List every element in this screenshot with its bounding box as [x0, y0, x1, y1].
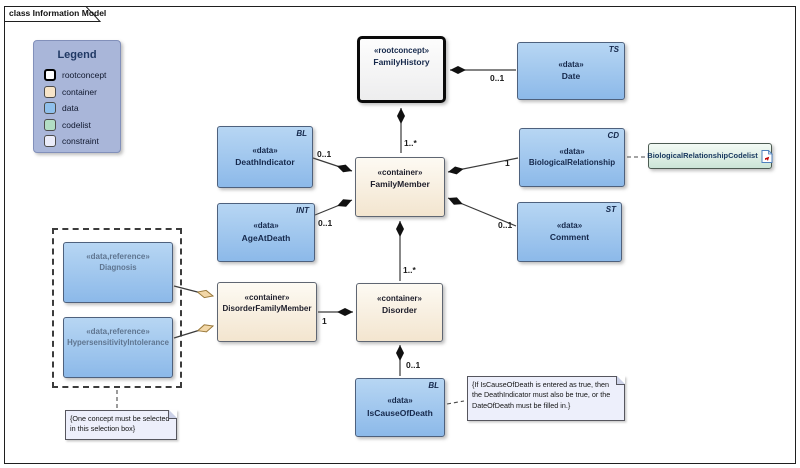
data-swatch-icon [44, 102, 56, 114]
multiplicity-label: 1..* [404, 138, 417, 148]
stereotype-label: «container» [377, 294, 422, 303]
stereotype-label: «data» [558, 59, 584, 69]
node-is-cause-of-death[interactable]: BL «data» IsCauseOfDeath [355, 378, 445, 437]
stereotype-label: «data» [559, 146, 585, 156]
node-name: DeathIndicator [235, 157, 295, 168]
stereotype-label: «rootconcept» [373, 46, 430, 55]
constraint-swatch-icon [44, 135, 56, 147]
stereotype-label: «data» [253, 221, 279, 231]
legend-item-constraint: constraint [44, 135, 116, 147]
node-comment[interactable]: ST «data» Comment [517, 202, 622, 262]
frame-tab-label: class Information Model [9, 8, 107, 18]
multiplicity-label: 1 [322, 316, 327, 326]
node-name: BiologicalRelationship [528, 158, 616, 167]
stereotype-label: «data» [556, 220, 583, 230]
container-swatch-icon [44, 85, 56, 98]
multiplicity-label: 1 [505, 158, 510, 168]
stereotype-label: «container» [244, 293, 290, 302]
note-text: {One concept must be selected in this se… [70, 414, 170, 434]
node-diagnosis[interactable]: «data,reference» Diagnosis [63, 242, 173, 303]
node-biological-relationship-codelist[interactable]: BiologicalRelationshipCodelist [647, 143, 773, 169]
note-selection-constraint[interactable]: {One concept must be selected in this se… [65, 410, 177, 440]
node-name: BiologicalRelationshipCodelist [647, 151, 758, 161]
node-name: Diagnosis [99, 263, 137, 273]
multiplicity-label: 0..1 [490, 73, 505, 83]
legend-item-codelist: codelist [44, 118, 116, 131]
node-disorder-family-member[interactable]: «container» DisorderFamilyMember [217, 282, 317, 342]
node-name: FamilyMember [370, 179, 430, 190]
node-date[interactable]: TS «data» Date [517, 42, 625, 100]
node-name: Comment [549, 232, 590, 243]
multiplicity-label: 1..* [403, 265, 416, 275]
legend[interactable]: Legend rootconcept container data codeli… [33, 40, 121, 153]
datatype-label: BL [296, 129, 307, 138]
note-text: {If IsCauseOfDeath is entered as true, t… [472, 380, 611, 410]
stereotype-label: «data,reference» [86, 327, 150, 336]
node-death-indicator[interactable]: BL «data» DeathIndicator [217, 126, 313, 188]
stereotype-label: «data» [252, 145, 278, 155]
stereotype-label: «container» [377, 168, 423, 177]
datatype-label: BL [428, 381, 439, 390]
node-disorder[interactable]: «container» Disorder [356, 283, 443, 342]
datatype-label: TS [608, 45, 619, 54]
document-icon [761, 149, 773, 163]
node-name: DisorderFamilyMember [222, 304, 312, 314]
datatype-label: INT [296, 206, 309, 215]
legend-item-container: container [44, 85, 116, 98]
node-family-history[interactable]: «rootconcept» FamilyHistory [357, 36, 446, 103]
codelist-swatch-icon [44, 118, 56, 131]
rootconcept-swatch-icon [44, 69, 56, 81]
legend-item-label: rootconcept [62, 70, 107, 80]
legend-item-label: container [62, 86, 97, 97]
node-age-at-death[interactable]: INT «data» AgeAtDeath [217, 203, 315, 262]
note-death-constraint[interactable]: {If IsCauseOfDeath is entered as true, t… [467, 376, 625, 421]
node-name: AgeAtDeath [241, 232, 291, 243]
multiplicity-label: 0..1 [318, 218, 333, 228]
legend-title: Legend [57, 49, 97, 61]
node-name: Date [561, 71, 581, 82]
datatype-label: CD [607, 131, 619, 140]
stereotype-label: «data» [387, 396, 413, 406]
multiplicity-label: 0..1 [317, 149, 332, 159]
datatype-label: ST [605, 205, 616, 214]
legend-item-rootconcept: rootconcept [44, 69, 116, 81]
node-name: IsCauseOfDeath [367, 407, 433, 418]
node-family-member[interactable]: «container» FamilyMember [355, 157, 445, 217]
node-name: Disorder [382, 305, 417, 316]
multiplicity-label: 0..1 [406, 360, 421, 370]
node-hypersensitivity-intolerance[interactable]: «data,reference» HypersensitivityIntoler… [63, 317, 173, 378]
stereotype-label: «data,reference» [86, 252, 150, 261]
legend-item-data: data [44, 102, 116, 114]
legend-item-label: data [62, 103, 79, 113]
legend-item-label: constraint [62, 136, 99, 146]
node-name: FamilyHistory [373, 57, 430, 68]
node-name: HypersensitivityIntolerance [67, 338, 169, 348]
node-biological-relationship[interactable]: CD «data» BiologicalRelationship [519, 128, 625, 187]
legend-item-label: codelist [62, 119, 91, 130]
multiplicity-label: 0..1 [498, 220, 513, 230]
